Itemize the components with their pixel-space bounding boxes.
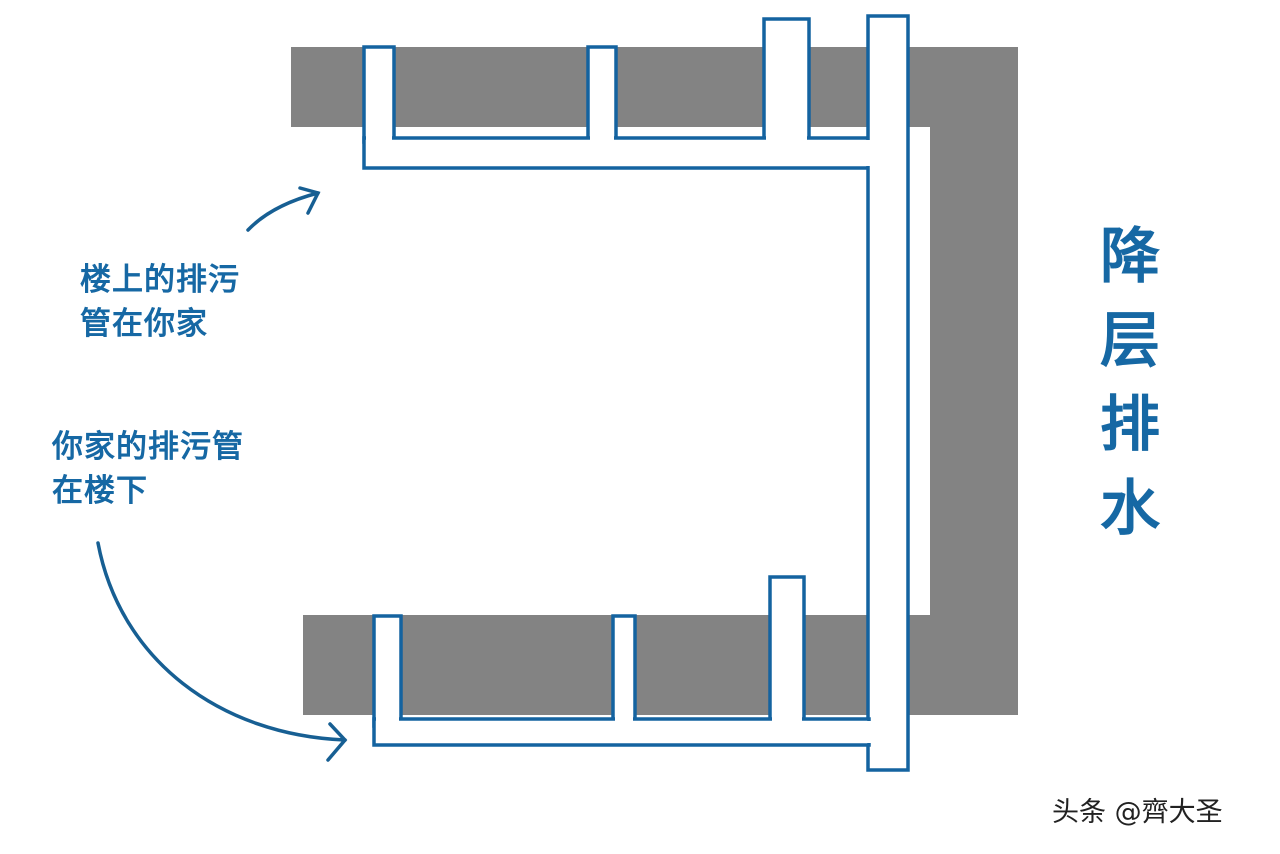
lower-pipe-label-line-1: 你家的排污管 bbox=[52, 429, 244, 465]
lower-drain-pipe bbox=[372, 575, 871, 747]
right-wall-slab bbox=[930, 47, 1018, 715]
branch-joint-cover-6 bbox=[766, 136, 807, 142]
upper-horizontal-pipe bbox=[362, 136, 871, 170]
lower-branch-1 bbox=[372, 614, 403, 728]
branch-joint-cover-2 bbox=[615, 717, 633, 723]
lower-pipe-label: 你家的排污管 在楼下 bbox=[52, 425, 244, 513]
lower-branch-2 bbox=[611, 614, 637, 728]
lower-arrow bbox=[96, 541, 348, 762]
wall-gap bbox=[908, 127, 930, 615]
upper-branch-1 bbox=[362, 45, 396, 144]
lower-pipe-label-line-2: 在楼下 bbox=[52, 473, 148, 509]
upper-pipe-label-line-2: 管在你家 bbox=[80, 306, 208, 342]
lower-horizontal-pipe bbox=[372, 717, 871, 747]
upper-pipe-label-line-1: 楼上的排污 bbox=[80, 262, 240, 298]
lower-floor-slab bbox=[303, 615, 1018, 715]
diagram-title: 降层排水 bbox=[1100, 222, 1160, 544]
main-vertical-stack bbox=[866, 14, 910, 772]
branch-joint-cover-1 bbox=[376, 717, 399, 723]
upper-branch-3 bbox=[762, 17, 811, 144]
branch-joint-cover-3 bbox=[772, 717, 802, 723]
upper-branch-2 bbox=[586, 45, 618, 144]
lower-branch-3 bbox=[768, 575, 806, 728]
upper-arrow bbox=[246, 186, 321, 232]
branch-joint-cover-5 bbox=[590, 136, 614, 142]
upper-joint bbox=[864, 140, 872, 166]
upper-pipe-label: 楼上的排污 管在你家 bbox=[80, 258, 240, 346]
lower-joint bbox=[864, 721, 872, 743]
upper-drain-pipe bbox=[362, 17, 871, 170]
branch-joint-cover-4 bbox=[366, 136, 392, 142]
watermark: 头条 @齊大圣 bbox=[1052, 797, 1223, 828]
